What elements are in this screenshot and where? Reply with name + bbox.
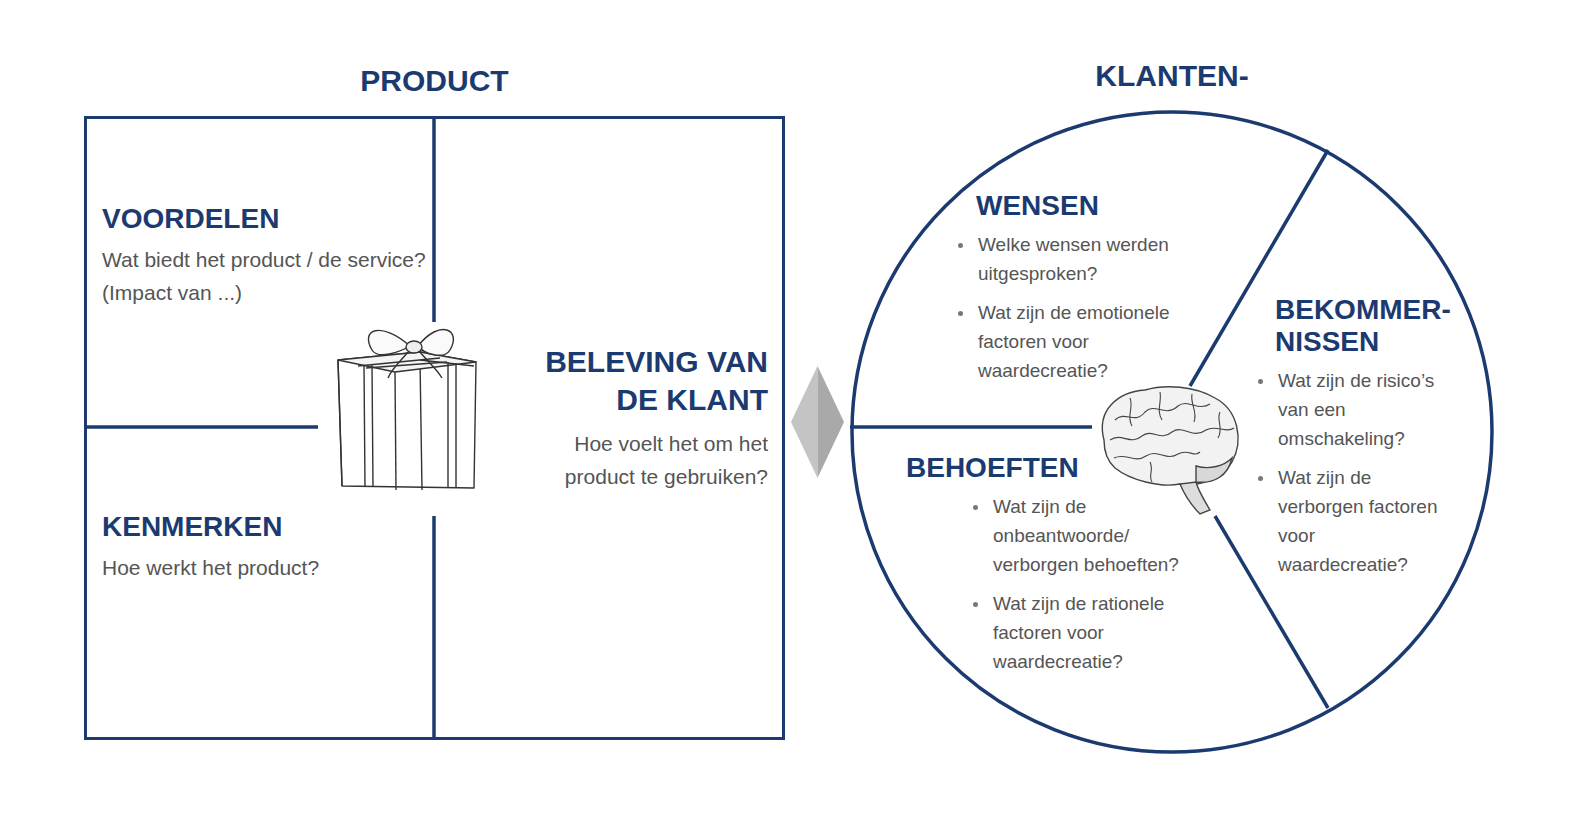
bullet-question: Wat zijn de verborgen factoren voor waar… <box>1258 463 1447 579</box>
section-heading: BEHOEFTEN <box>906 452 1206 484</box>
bullet-question: Welke wensen werden uitgesproken? <box>958 230 1216 288</box>
needs-section: BEHOEFTEN Wat zijn de onbeantwoorde/ verb… <box>906 452 1206 686</box>
bullet-question: Wat zijn de risico’s van een omschakelin… <box>1258 366 1447 453</box>
description-text: Hoe voelt het om het product te gebruike… <box>512 427 768 493</box>
arrow-head <box>791 366 818 478</box>
double-arrow-connector <box>791 366 844 478</box>
circle-border <box>852 112 1492 752</box>
divider-lines <box>84 116 1328 740</box>
experience-box: BELEVING VAN DE KLANT Hoe voelt het om he… <box>512 343 768 493</box>
bullet-question: Wat zijn de emotionele factoren voor waa… <box>958 298 1216 385</box>
concerns-section: BEKOMMER- NISSENWat zijn de risico’s van… <box>1275 294 1447 589</box>
brain-illustration <box>1102 387 1238 514</box>
section-heading: WENSEN <box>976 190 1216 222</box>
description-text: Wat biedt het product / de service?(Impa… <box>102 243 432 309</box>
section-heading: KENMERKEN <box>102 511 432 543</box>
features-box: KENMERKEN Hoe werkt het product? <box>102 511 432 584</box>
description-text: Hoe werkt het product? <box>102 551 432 584</box>
bullet-question: Wat zijn de onbeantwoorde/ verborgen beh… <box>973 492 1206 579</box>
product-box: PRODUCTVOORDELENWat biedt het product / … <box>84 116 785 740</box>
gift-illustration <box>338 330 476 490</box>
benefits-box: VOORDELEN Wat biedt het product / de serv… <box>102 203 432 309</box>
section-heading: BEKOMMER- NISSEN <box>1275 294 1447 358</box>
section-heading: VOORDELEN <box>102 203 432 235</box>
section-title: KLANTEN- <box>850 58 1494 94</box>
section-title: PRODUCT <box>87 63 782 99</box>
bullet-question: Wat zijn de rationele factoren voor waar… <box>973 589 1206 676</box>
arrow-head <box>818 366 845 478</box>
wishes-section: WENSENWelke wensen werden uitgesproken?W… <box>976 190 1216 395</box>
section-heading: BELEVING VAN DE KLANT <box>512 343 768 419</box>
customer-circle: KLANTEN-WENSENWelke wensen werden uitges… <box>850 110 1494 754</box>
